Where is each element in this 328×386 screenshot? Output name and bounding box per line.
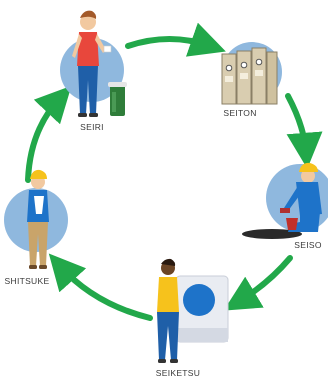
seiketsu-label: SEIKETSU <box>156 368 200 378</box>
seiton-binders-icon <box>221 47 278 105</box>
arrow-shitsuke-to-seiri <box>25 85 72 183</box>
seiketsu-board-icon <box>175 275 229 343</box>
step-seiso: SEISO <box>242 162 328 250</box>
step-seiri: SEIRI <box>60 10 127 132</box>
seiton-label: SEITON <box>223 108 256 118</box>
arrow-seiso-to-seiketsu <box>223 255 293 311</box>
shitsuke-label: SHITSUKE <box>5 276 50 286</box>
seiso-label: SEISO <box>294 240 322 250</box>
seiso-worker-illustration <box>242 162 322 239</box>
shitsuke-worker-illustration <box>27 169 49 269</box>
step-seiton: SEITON <box>221 42 282 118</box>
arrow-seiketsu-to-shitsuke <box>48 253 153 321</box>
seiri-label: SEIRI <box>80 122 104 132</box>
cycle-arrows <box>25 22 323 321</box>
seiri-bin-icon <box>108 82 127 116</box>
arrow-seiri-to-seiton <box>125 22 226 57</box>
seiri-worker-illustration <box>72 10 112 117</box>
arrow-seiton-to-seiso <box>285 93 323 169</box>
seiketsu-worker-illustration <box>157 258 179 363</box>
step-seiketsu: SEIKETSU <box>156 258 229 378</box>
step-shitsuke: SHITSUKE <box>4 169 68 286</box>
